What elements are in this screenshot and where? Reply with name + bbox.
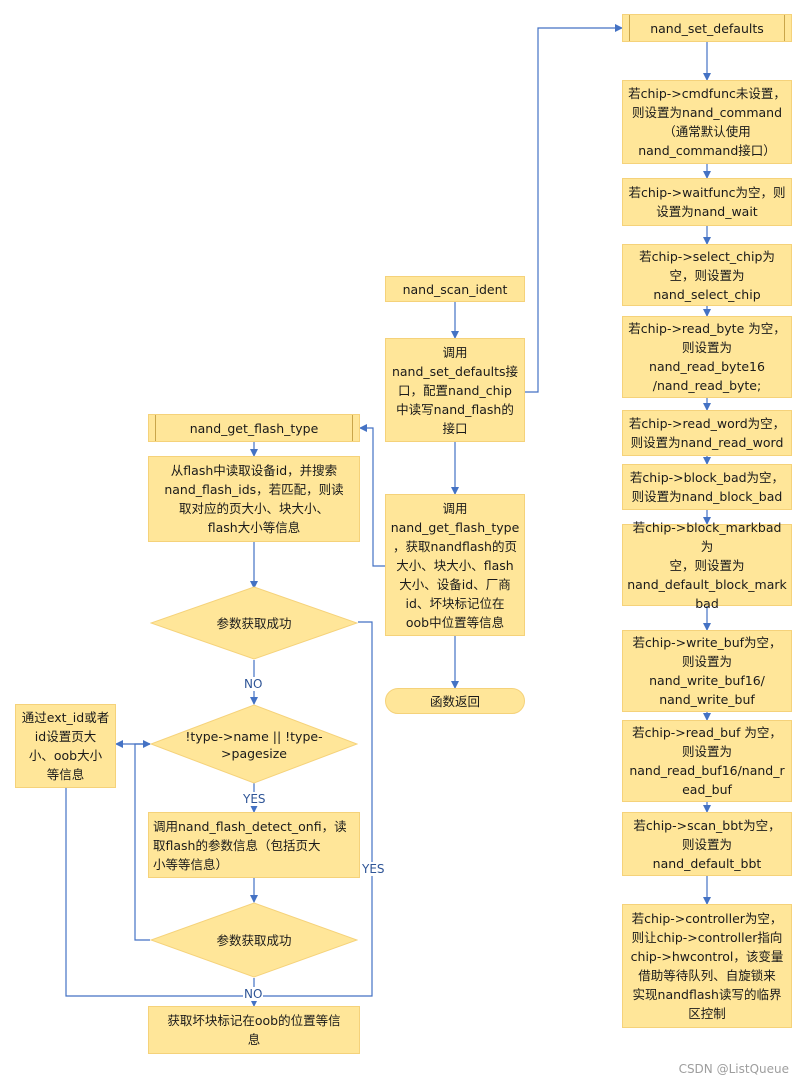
waitfunc-step: 若chip->waitfunc为空，则 设置为nand_wait — [622, 178, 792, 226]
decision-param-success-1 — [150, 586, 358, 660]
arrow — [525, 24, 623, 393]
edge-label-yes-1: YES — [361, 862, 386, 876]
controller-step: 若chip->controller为空， 则让chip->controller指… — [622, 904, 792, 1028]
call-get-flash-type-step: 调用 nand_get_flash_type ，获取nandflash的页 大小… — [385, 494, 525, 636]
arrow — [359, 424, 385, 567]
scan-bbt-step: 若chip->scan_bbt为空， 则设置为 nand_default_bbt — [622, 812, 792, 876]
read-word-step: 若chip->read_word为空， 则设置为nand_read_word — [622, 410, 792, 456]
arrow — [254, 621, 373, 997]
detect-onfi-step: 调用nand_flash_detect_onfi，读 取flash的参数信息（包… — [148, 812, 360, 878]
select-chip-step: 若chip->select_chip为 空，则设置为 nand_select_c… — [622, 244, 792, 306]
read-device-id-step: 从flash中读取设备id，并搜索 nand_flash_ids，若匹配，则读 … — [148, 456, 360, 542]
read-byte-step: 若chip->read_byte 为空， 则设置为 nand_read_byte… — [622, 316, 792, 398]
cmdfunc-step: 若chip->cmdfunc未设置， 则设置为nand_command （通常默… — [622, 80, 792, 164]
nand-scan-ident-node: nand_scan_ident — [385, 276, 525, 302]
function-return-terminal: 函数返回 — [385, 688, 525, 714]
block-bad-step: 若chip->block_bad为空， 则设置为nand_block_bad — [622, 464, 792, 510]
edge-label-no-1: NO — [243, 677, 264, 691]
nand-set-defaults-node: nand_set_defaults — [622, 14, 792, 42]
edge-label-no-3: NO — [243, 987, 264, 1001]
decision-type-check — [150, 704, 358, 784]
arrow — [65, 788, 254, 997]
bad-block-position-step: 获取坏块标记在oob的位置等信 息 — [148, 1006, 360, 1054]
read-buf-step: 若chip->read_buf 为空， 则设置为 nand_read_buf16… — [622, 720, 792, 802]
decision-param-success-2 — [150, 902, 358, 978]
arrow — [134, 740, 151, 941]
edge-label-yes-2: YES — [242, 792, 267, 806]
nand-get-flash-type-node: nand_get_flash_type — [148, 414, 360, 442]
ext-id-step: 通过ext_id或者 id设置页大 小、oob大小 等信息 — [15, 704, 116, 788]
watermark: CSDN @ListQueue — [678, 1062, 789, 1076]
call-set-defaults-step: 调用 nand_set_defaults接 口，配置nand_chip 中读写n… — [385, 338, 525, 442]
write-buf-step: 若chip->write_buf为空， 则设置为 nand_write_buf1… — [622, 630, 792, 712]
decision-3-label: 参数获取成功 — [216, 932, 292, 948]
block-markbad-step: 若chip->block_markbad为 空，则设置为 nand_defaul… — [622, 520, 792, 611]
decision-2-label: !type->name || !type- >pagesize — [185, 729, 323, 761]
decision-1-label: 参数获取成功 — [216, 615, 292, 631]
